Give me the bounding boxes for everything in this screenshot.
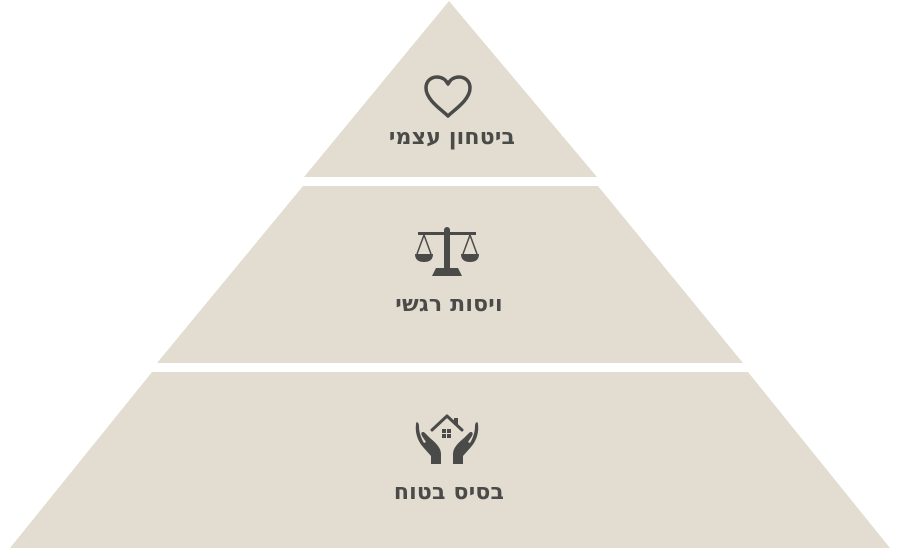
heart-icon xyxy=(422,74,474,120)
hands-house-icon xyxy=(414,410,480,466)
tier-label-self-confidence: ביטחון עצמי xyxy=(388,125,516,150)
pyramid-tier-bottom xyxy=(10,372,890,548)
tier-label-secure-base: בסיס בטוח xyxy=(393,480,505,505)
tier-label-emotional-regulation: ויסות רגשי xyxy=(395,292,503,317)
pyramid-tier-top xyxy=(304,1,597,177)
balance-scale-icon xyxy=(414,224,480,280)
